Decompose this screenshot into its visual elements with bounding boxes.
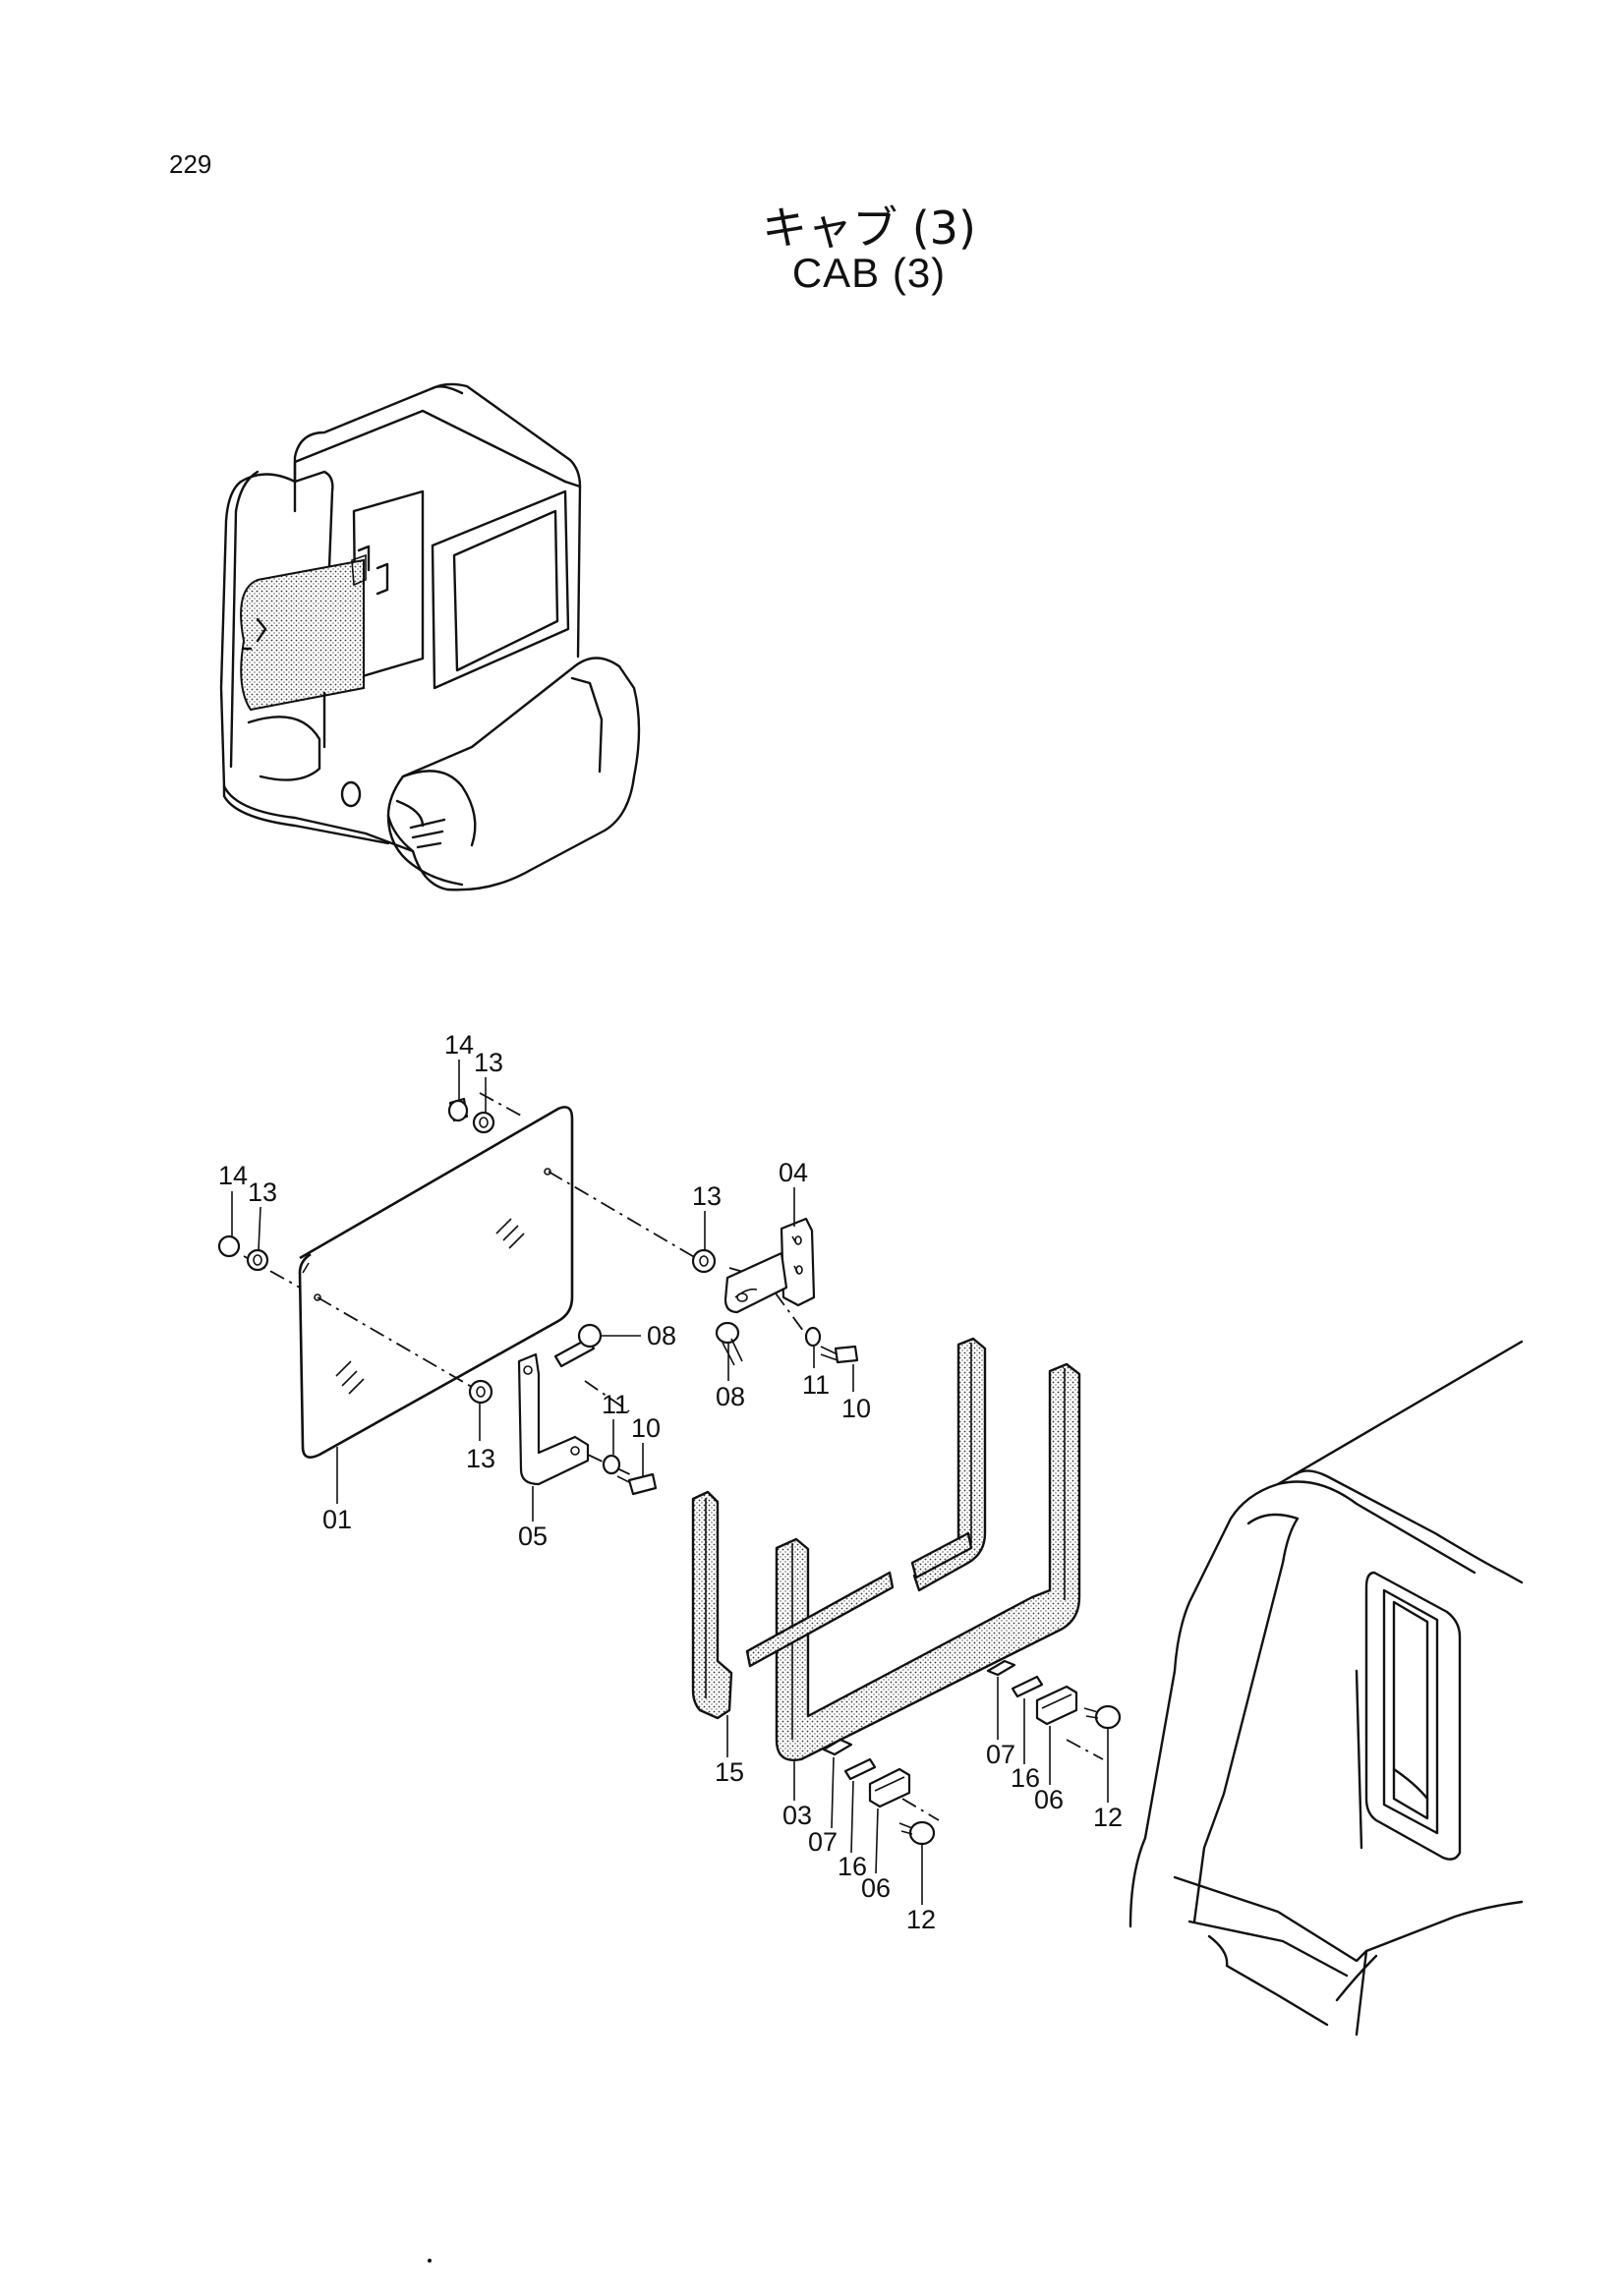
callout-13-lower: 13 [466, 1444, 495, 1473]
callout-08-right: 08 [716, 1382, 745, 1411]
callout-16-lower: 16 [838, 1852, 867, 1881]
callout-06-lower: 06 [861, 1873, 891, 1903]
bracket-part-04 [723, 1217, 816, 1314]
callout-03: 03 [782, 1801, 812, 1830]
diagram-title-japanese: キャブ (3) [762, 201, 976, 255]
diagram-title-english: CAB (3) [791, 250, 947, 296]
grommet-part-13-left [246, 1248, 269, 1272]
callout-07-right: 07 [986, 1740, 1015, 1769]
clip-part-06-lower [868, 1767, 911, 1808]
cab-overview-illustration [219, 382, 641, 891]
page-number: 229 [169, 149, 212, 179]
bracket-part-05 [517, 1352, 590, 1486]
print-speck [428, 2259, 432, 2263]
pad-part-07-lower [822, 1738, 853, 1756]
callout-13-upper: 13 [474, 1048, 503, 1077]
spacer-part-16-right [1011, 1675, 1044, 1698]
seal-part-15 [691, 1490, 733, 1720]
callout-12-right: 12 [1093, 1803, 1123, 1832]
grommet-part-13-middle [691, 1248, 717, 1274]
callout-14-upper: 14 [444, 1030, 474, 1060]
bolt-part-12-lower [898, 1820, 936, 1846]
callout-06-right: 06 [1034, 1785, 1064, 1814]
pad-part-07-right [986, 1659, 1016, 1677]
cap-nut-part-14-left [217, 1234, 241, 1258]
callout-07-lower: 07 [808, 1827, 838, 1857]
callout-05: 05 [518, 1521, 548, 1551]
grommet-part-13-lower [468, 1379, 493, 1405]
callout-01: 01 [322, 1505, 352, 1534]
cap-nut-part-14-upper [447, 1097, 469, 1122]
clip-part-06-right [1035, 1685, 1078, 1726]
washer-part-11-left [602, 1454, 621, 1475]
seal-part-03 [745, 1362, 1081, 1761]
screw-part-10-left [616, 1472, 658, 1496]
bolt-part-08-left [553, 1323, 603, 1368]
callout-13-middle: 13 [692, 1181, 722, 1211]
callout-13-left: 13 [248, 1177, 277, 1207]
spacer-part-16-lower [843, 1757, 877, 1781]
grommet-part-13-upper [472, 1111, 495, 1134]
callout-11-right: 11 [802, 1370, 830, 1400]
callout-15: 15 [715, 1757, 744, 1787]
callout-14-left: 14 [218, 1161, 248, 1190]
bolt-part-12-right [1083, 1704, 1122, 1730]
callout-08-upper: 08 [647, 1321, 676, 1350]
callout-12-lower: 12 [906, 1905, 936, 1934]
washer-part-11-right [804, 1326, 822, 1348]
screw-part-10-right [820, 1345, 859, 1364]
callout-11-left: 11 [602, 1390, 629, 1419]
glass-panel-part-01 [298, 1106, 574, 1459]
cab-body-section [1128, 1340, 1524, 2037]
callout-04: 04 [779, 1158, 808, 1187]
callout-10-left: 10 [631, 1413, 661, 1443]
callout-16-right: 16 [1011, 1763, 1040, 1793]
callout-10-right: 10 [841, 1394, 871, 1423]
seal-upper-section [910, 1337, 987, 1592]
bolt-part-08-right [715, 1321, 743, 1366]
callout-labels: 14 13 14 13 13 04 08 08 11 10 11 10 13 0… [218, 1030, 1123, 1934]
